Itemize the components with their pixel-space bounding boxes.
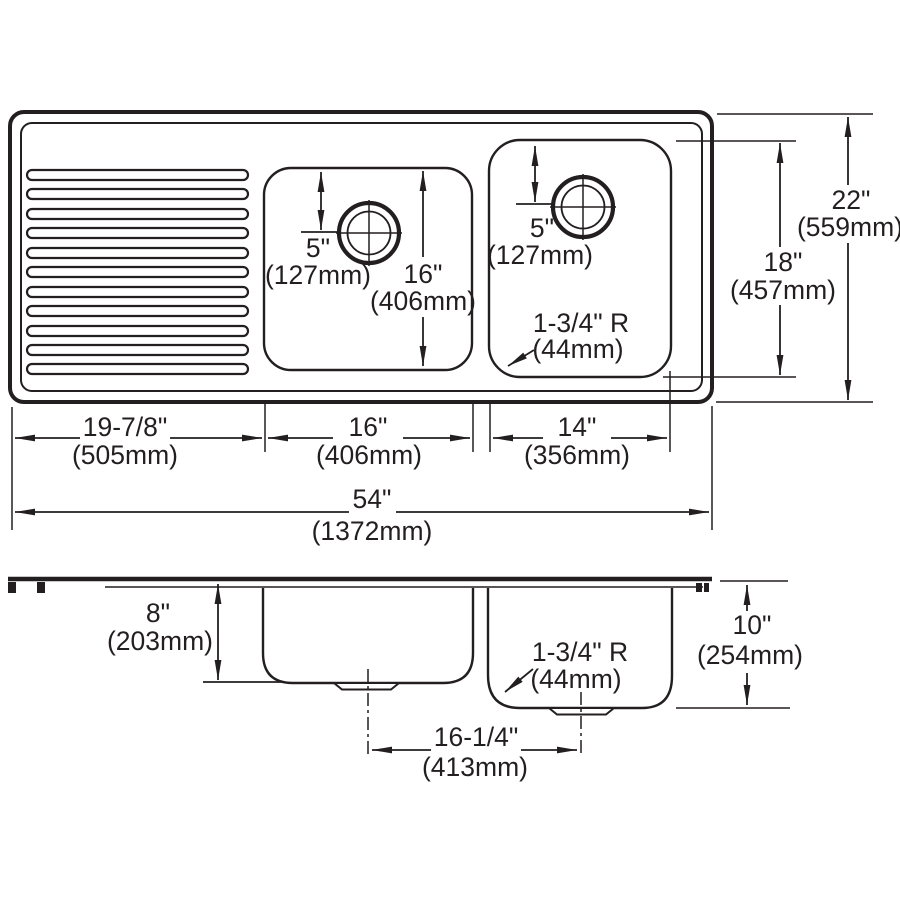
bowl1-drain-flange (331, 682, 402, 691)
dim-label-in: 1-3/4" R (532, 637, 628, 667)
rib (25, 285, 250, 299)
dim-label-mm: (406mm) (316, 440, 422, 470)
callout-bowl2-corner-radius-side: 1-3/4" R (44mm) (504, 637, 628, 694)
dim-label-in: 16" (349, 412, 388, 442)
dim-bowl1-hole-offset: 5" (127mm) (265, 172, 371, 290)
sink-outer-rim (8, 110, 714, 404)
dim-label-in: 10" (733, 610, 772, 640)
dim-bowl2-height: 18" (457mm) (663, 140, 836, 378)
sink-inner-rim (20, 122, 703, 392)
side-view: 8" (203mm) 1-3/4" R (44mm) 10" (254mm) 1… (8, 576, 803, 782)
dim-label-in: 22" (832, 185, 871, 215)
dim-label-mm: (44mm) (532, 334, 623, 364)
dim-label-in: 54" (353, 484, 392, 514)
dim-label-in: 5" (530, 213, 554, 243)
rib (25, 168, 250, 182)
dim-label-in: 19-7/8" (83, 412, 168, 442)
dim-label-mm: (1372mm) (312, 516, 433, 546)
dim-label-in: 16" (404, 259, 443, 289)
rib (25, 226, 250, 240)
dim-bowl1-depth: 8" (203mm) (107, 584, 284, 683)
dim-label-mm: (413mm) (422, 752, 528, 782)
dim-label-in: 1-3/4" R (533, 308, 629, 338)
dim-label-mm: (457mm) (730, 275, 836, 305)
rib (25, 207, 250, 221)
bowl1-drain (336, 200, 402, 266)
rib (25, 187, 250, 201)
dim-bowl1-height: 16" (406mm) (370, 171, 476, 366)
dim-bowl2-width: 14" (356mm) (493, 412, 667, 470)
dim-label-in: 5" (306, 233, 330, 263)
mounting-clip (704, 583, 709, 592)
dim-bowl1-width: 16" (406mm) (268, 412, 470, 470)
dim-overall-length: 54" (1372mm) (15, 484, 709, 546)
dim-label-in: 16-1/4" (434, 722, 519, 752)
mounting-clip (37, 582, 45, 593)
rib (25, 304, 250, 318)
dim-drainboard-width: 19-7/8" (505mm) (15, 412, 262, 470)
dim-label-mm: (505mm) (72, 440, 178, 470)
rib (25, 324, 250, 338)
drainboard-ribs (25, 168, 250, 376)
bowl2-drain (550, 174, 616, 240)
dim-label-mm: (203mm) (107, 626, 213, 656)
mounting-clip (8, 582, 16, 593)
dim-drain-centerline-spacing: 16-1/4" (413mm) (372, 722, 577, 782)
dim-label-mm: (406mm) (370, 286, 476, 316)
rib (25, 343, 250, 357)
mounting-clip (696, 583, 702, 592)
dim-label-in: 18" (764, 247, 803, 277)
dim-label-mm: (127mm) (487, 240, 593, 270)
dim-overall-front-to-back: 22" (559mm) (716, 113, 900, 403)
dim-label-mm: (356mm) (524, 440, 630, 470)
rib (25, 246, 250, 260)
dim-label-mm: (254mm) (697, 640, 803, 670)
dim-extension-lines (11, 371, 713, 530)
dim-label-in: 8" (146, 598, 170, 628)
rib (25, 265, 250, 279)
bowl1-outline (262, 166, 474, 372)
top-view: 5" (127mm) 16" (406mm) 5" (127mm) 1-3/4"… (8, 110, 900, 546)
dim-label-mm: (559mm) (797, 212, 900, 242)
dim-label-in: 14" (558, 412, 597, 442)
rib (25, 362, 250, 376)
dim-label-mm: (44mm) (530, 664, 621, 694)
bowl1-profile (261, 588, 475, 685)
callout-bowl2-corner-radius: 1-3/4" R (44mm) (507, 308, 629, 367)
dim-bowl2-depth: 10" (254mm) (676, 580, 803, 709)
dim-bowl2-hole-offset: 5" (127mm) (487, 146, 593, 270)
dim-label-mm: (127mm) (265, 260, 371, 290)
